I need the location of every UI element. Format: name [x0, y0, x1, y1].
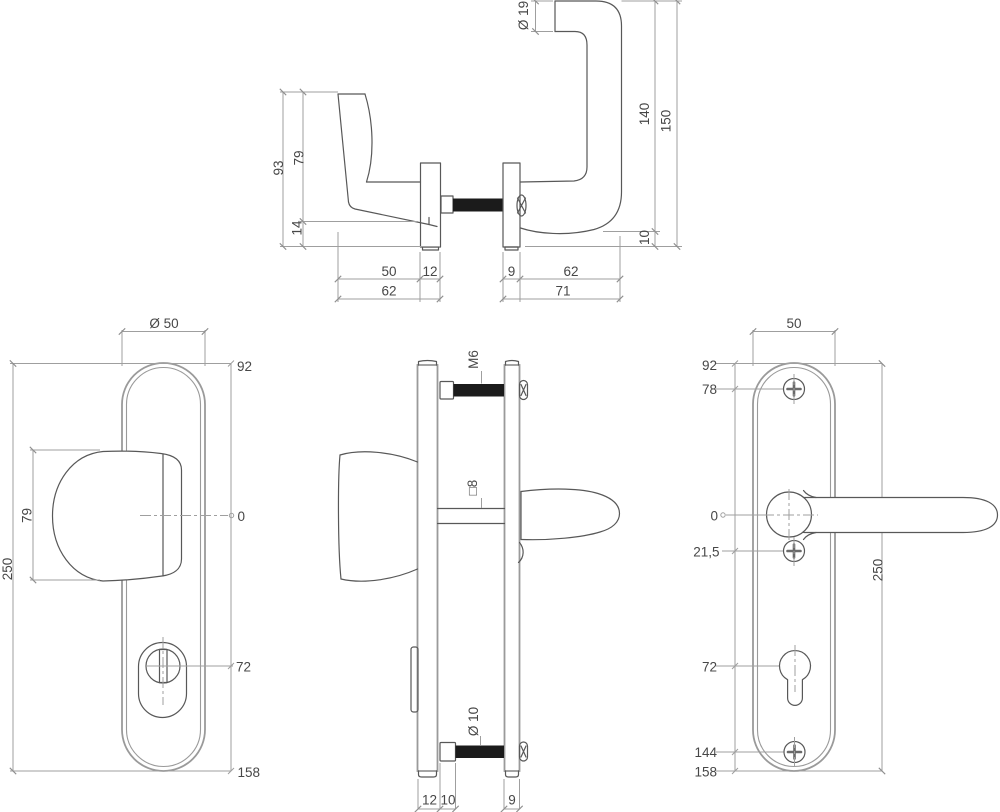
spindle-adapter: [440, 195, 454, 214]
exterior-plate-view: Ø 50 250 79 92 0 72 158: [0, 316, 260, 780]
plate-end-caps: [417, 359, 520, 778]
top-view-dimensions: 93 79 14 140 150 10 Ø 19: [271, 0, 682, 303]
dim-label-21-5-int: 21,5: [693, 545, 719, 560]
dim-label-92-int: 92: [702, 358, 717, 373]
screw-bottom: [439, 741, 529, 762]
dim-label-158-ext: 158: [238, 765, 261, 780]
dim-label-71: 71: [555, 284, 570, 299]
interior-lever-handle: [763, 489, 999, 541]
euro-cylinder-keyhole: [778, 645, 812, 706]
dim-label-50-grip: 50: [381, 264, 396, 279]
interior-plate-dimensions: 50 250 92 78 0 21,5 72 144 158: [693, 316, 886, 780]
side-view-dimensions: M6 □8 Ø 10 12 10 9: [414, 350, 524, 812]
rosette-right: [502, 162, 527, 251]
dim-label-140: 140: [637, 103, 652, 126]
threaded-spindle: [453, 198, 503, 212]
interior-plate-inner-contour: [756, 366, 832, 768]
dim-label-12-rose: 12: [422, 264, 437, 279]
interior-plate-view: 50 250 92 78 0 21,5 72 144 158: [693, 316, 999, 780]
lever-neck-side: [517, 488, 621, 564]
dim-label-150: 150: [659, 110, 674, 133]
cylinder-guard: [137, 637, 188, 719]
dim-label-dia19: Ø 19: [516, 1, 531, 30]
dim-label-62-right: 62: [563, 264, 578, 279]
dim-label-50-int: 50: [786, 316, 801, 331]
dim-label-79-top: 79: [292, 150, 307, 165]
exterior-grip-outline: [337, 93, 438, 228]
dim-label-250-ext: 250: [0, 558, 15, 581]
knob-side-profile: [337, 451, 419, 582]
dim-label-250-int: 250: [871, 559, 886, 582]
dim-label-92-ext: 92: [237, 359, 252, 374]
interior-plate-outline: [752, 362, 836, 772]
cylinder-guard-side: [410, 646, 419, 713]
lever-arm: [795, 496, 999, 534]
exterior-knob: [51, 450, 183, 582]
m6-screw-top: [439, 379, 529, 401]
top-view-assembly: 93 79 14 140 150 10 Ø 19: [271, 0, 682, 303]
dim-label-0-ext: 0: [238, 509, 246, 524]
interior-lever-outline: [519, 0, 623, 235]
dim-label-10: 10: [637, 230, 652, 245]
dim-label-144-int: 144: [694, 745, 717, 760]
screw-144: [783, 737, 806, 767]
dim-label-14: 14: [290, 220, 305, 236]
dim-label-10-side: 10: [440, 793, 455, 808]
dim-label-78-int: 78: [702, 382, 717, 397]
exterior-plate-side: [416, 364, 439, 772]
dim-label-158-int: 158: [694, 765, 717, 780]
dim-label-9-rose: 9: [508, 264, 516, 279]
dim-label-0-int: 0: [710, 509, 718, 524]
dim-label-79-knob: 79: [20, 508, 35, 523]
side-view-assembly: M6 □8 Ø 10 12 10 9: [337, 350, 621, 812]
exterior-plate-dimensions: Ø 50 250 79 92 0 72 158: [0, 316, 260, 780]
dim-label-9-side: 9: [508, 793, 516, 808]
rosette-left: [419, 162, 442, 251]
dim-label-93: 93: [271, 160, 286, 175]
dim-label-72-int: 72: [702, 660, 717, 675]
screw-21-5: [782, 537, 806, 566]
dim-label-62-left: 62: [381, 284, 396, 299]
square-spindle: [436, 507, 506, 525]
dim-label-dia10: Ø 10: [466, 707, 481, 736]
interior-plate-side: [503, 364, 521, 772]
dim-label-dia50: Ø 50: [149, 316, 178, 331]
dim-label-sq8: □8: [465, 480, 480, 496]
screw-78: [782, 374, 806, 404]
dim-label-m6: M6: [466, 350, 481, 369]
dim-label-72-ext: 72: [236, 660, 251, 675]
dim-label-12-side: 12: [422, 793, 437, 808]
